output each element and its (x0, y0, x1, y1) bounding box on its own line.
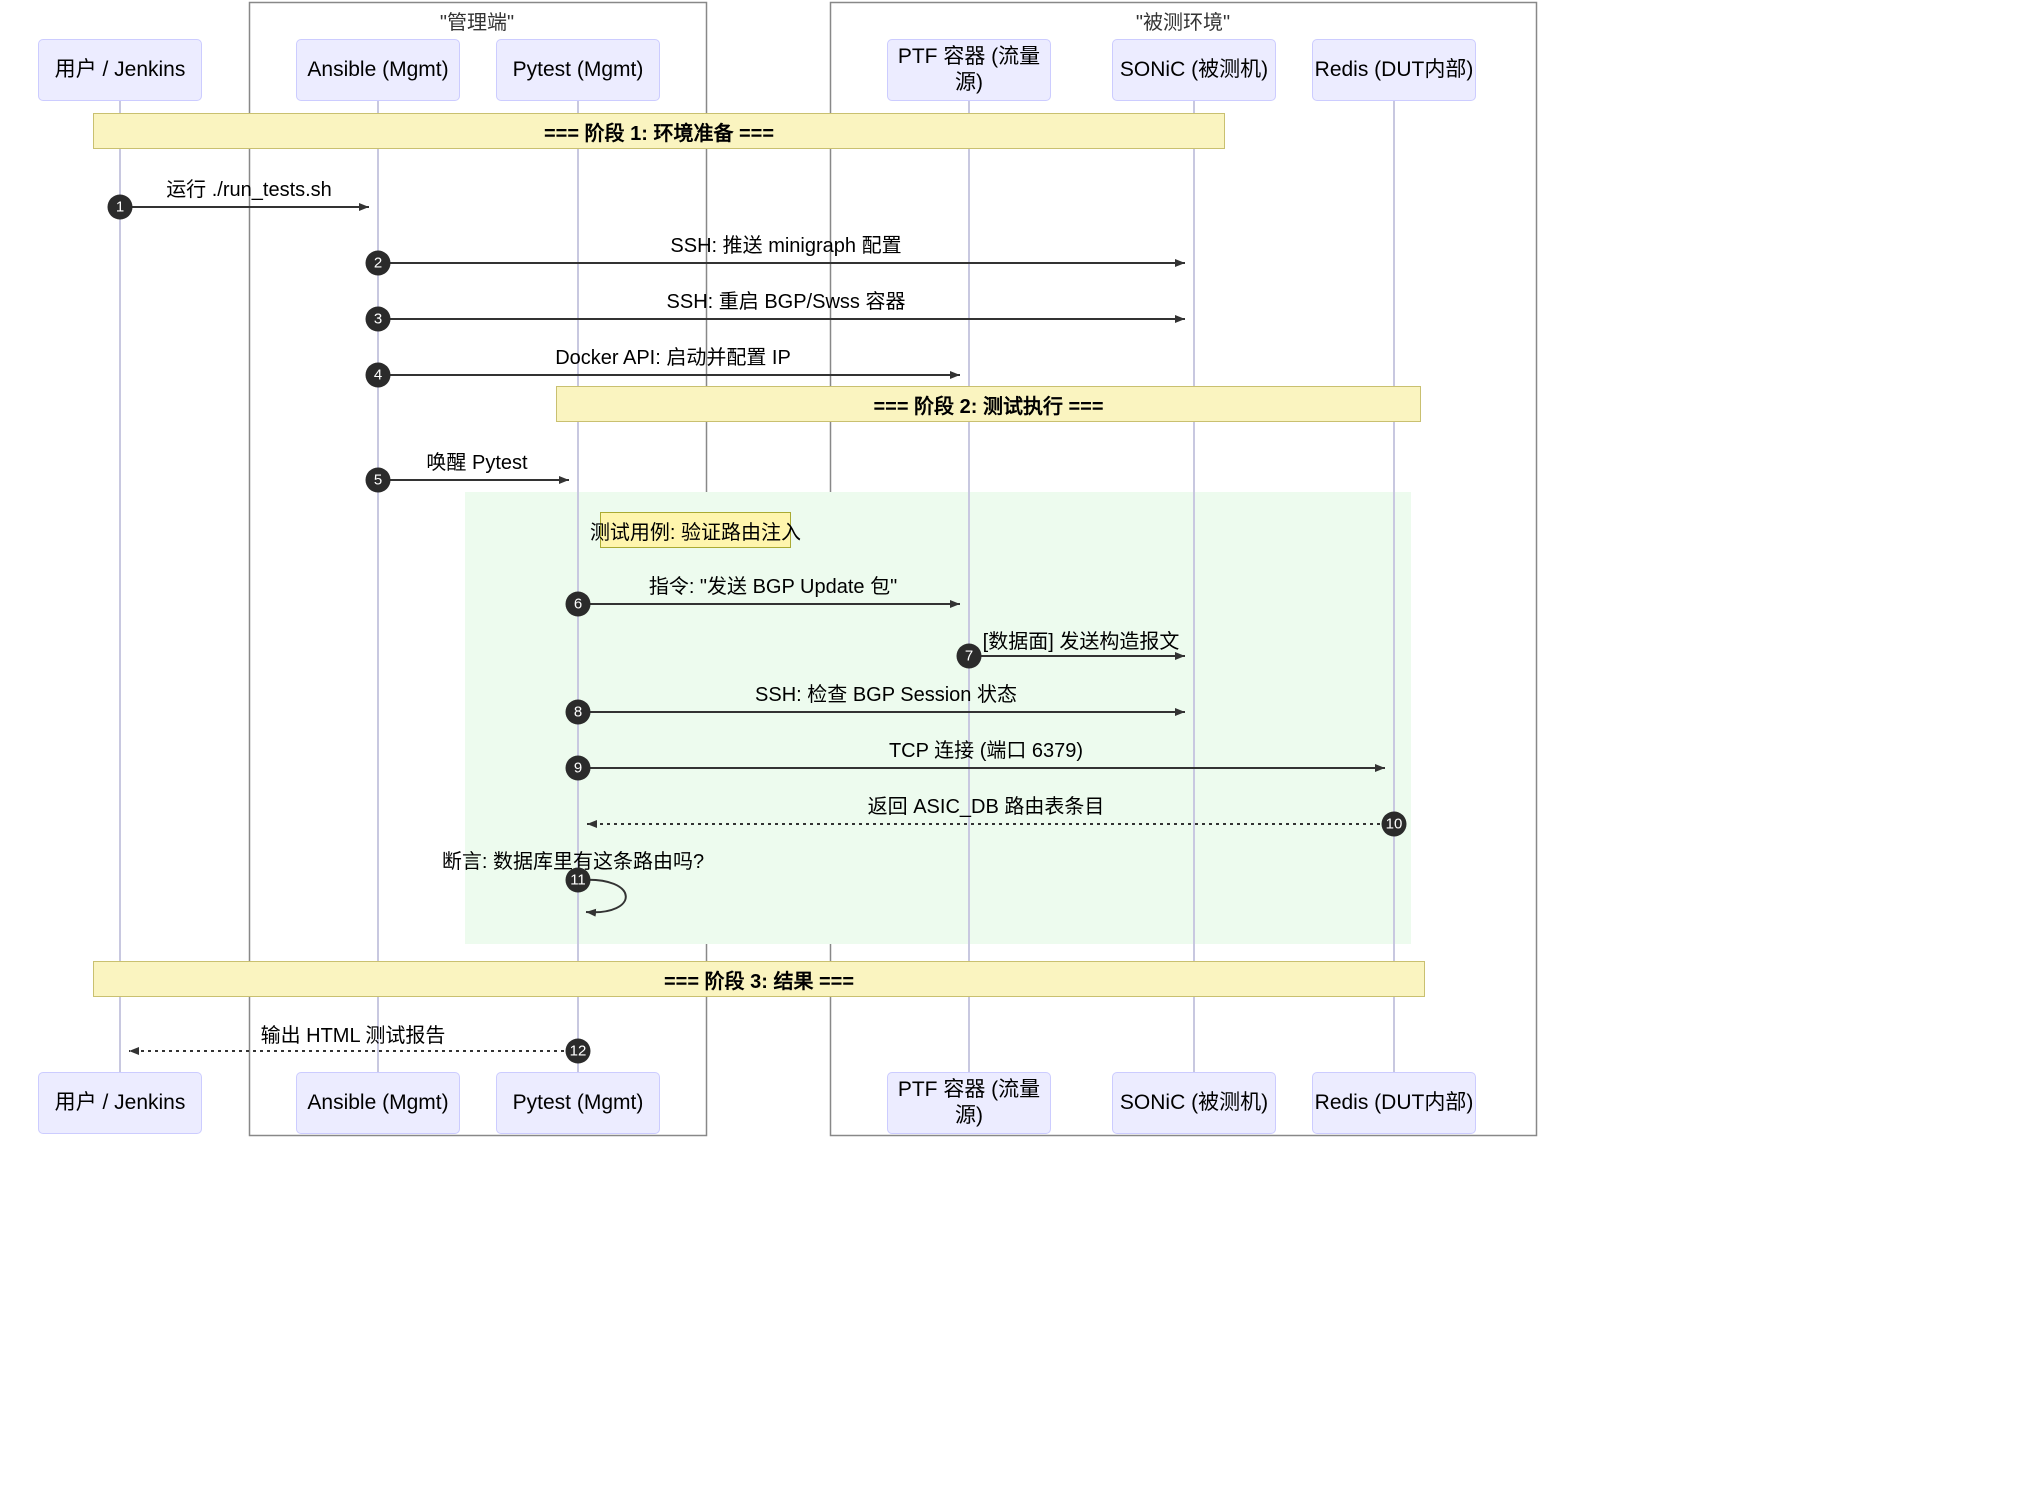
participant-box-bottom[interactable]: SONiC (被测机) (1112, 1072, 1276, 1134)
message-label: 唤醒 Pytest (426, 452, 528, 474)
message-label: 输出 HTML 测试报告 (260, 1025, 446, 1047)
participant-label: Pytest (Mgmt) (512, 1090, 644, 1114)
message-label: SSH: 重启 BGP/Swss 容器 (666, 291, 906, 313)
participant-box-top[interactable]: Pytest (Mgmt) (496, 39, 660, 101)
message-label: SSH: 检查 BGP Session 状态 (755, 684, 1017, 706)
message-sequence-badge: 6 (565, 591, 591, 617)
participant-label: SONiC (被测机) (1119, 1090, 1269, 1114)
message-label: 返回 ASIC_DB 路由表条目 (867, 796, 1105, 818)
message-sequence-badge: 2 (365, 250, 391, 276)
participant-label: Redis (DUT内部) (1314, 57, 1474, 81)
message-sequence-badge: 12 (565, 1038, 591, 1064)
participant-box-top[interactable]: SONiC (被测机) (1112, 39, 1276, 101)
participant-box-bottom[interactable]: Pytest (Mgmt) (496, 1072, 660, 1134)
participant-box-bottom[interactable]: 用户 / Jenkins (38, 1072, 202, 1134)
message-sequence-badge: 10 (1381, 811, 1407, 837)
group-label: "被测环境" (1135, 12, 1231, 34)
participant-label: PTF 容器 (流量源) (897, 1077, 1041, 1127)
participant-label: Ansible (Mgmt) (307, 1090, 449, 1114)
participant-box-top[interactable]: PTF 容器 (流量源) (887, 39, 1051, 101)
message-sequence-badge: 4 (365, 362, 391, 388)
participant-label: Pytest (Mgmt) (512, 57, 644, 81)
message-label: 运行 ./run_tests.sh (166, 179, 332, 201)
self-message-arrow (579, 878, 627, 917)
participant-box-bottom[interactable]: Redis (DUT内部) (1312, 1072, 1476, 1134)
phase-separator: === 阶段 1: 环境准备 === (93, 113, 1225, 149)
message-sequence-badge: 9 (565, 755, 591, 781)
participant-label: Redis (DUT内部) (1314, 1090, 1474, 1114)
message-sequence-badge: 1 (107, 194, 133, 220)
message-label: SSH: 推送 minigraph 配置 (670, 235, 902, 257)
message-arrows (120, 203, 1394, 1055)
participant-label: PTF 容器 (流量源) (897, 44, 1041, 94)
participant-box-top[interactable]: 用户 / Jenkins (38, 39, 202, 101)
participant-label: SONiC (被测机) (1119, 57, 1269, 81)
participant-label: 用户 / Jenkins (54, 1090, 186, 1114)
group-label: "管理端" (439, 12, 515, 34)
phase-separator: === 阶段 3: 结果 === (93, 961, 1425, 997)
participant-label: 用户 / Jenkins (54, 57, 186, 81)
participant-box-top[interactable]: Redis (DUT内部) (1312, 39, 1476, 101)
message-label: Docker API: 启动并配置 IP (555, 347, 791, 369)
phase-label: === 阶段 1: 环境准备 === (543, 122, 775, 145)
note-box: 测试用例: 验证路由注入 (590, 512, 801, 548)
message-sequence-badge: 7 (956, 643, 982, 669)
message-sequence-badge: 11 (565, 867, 591, 893)
participant-box-bottom[interactable]: Ansible (Mgmt) (296, 1072, 460, 1134)
phase-separator: === 阶段 2: 测试执行 === (556, 386, 1421, 422)
highlight-rects (465, 492, 1411, 944)
message-sequence-badge: 5 (365, 467, 391, 493)
participant-label: Ansible (Mgmt) (307, 57, 449, 81)
phase-label: === 阶段 3: 结果 === (663, 970, 855, 993)
message-label: TCP 连接 (端口 6379) (888, 740, 1084, 762)
message-sequence-badge: 8 (565, 699, 591, 725)
message-sequence-badge: 3 (365, 306, 391, 332)
message-label: 断言: 数据库里有这条路由吗? (441, 851, 705, 873)
note-label: 测试用例: 验证路由注入 (589, 521, 802, 544)
participant-box-bottom[interactable]: PTF 容器 (流量源) (887, 1072, 1051, 1134)
message-label: [数据面] 发送构造报文 (982, 631, 1180, 653)
phase-label: === 阶段 2: 测试执行 === (873, 395, 1104, 418)
highlight-rect (465, 492, 1411, 944)
participant-box-top[interactable]: Ansible (Mgmt) (296, 39, 460, 101)
message-label: 指令: "发送 BGP Update 包" (648, 576, 898, 598)
